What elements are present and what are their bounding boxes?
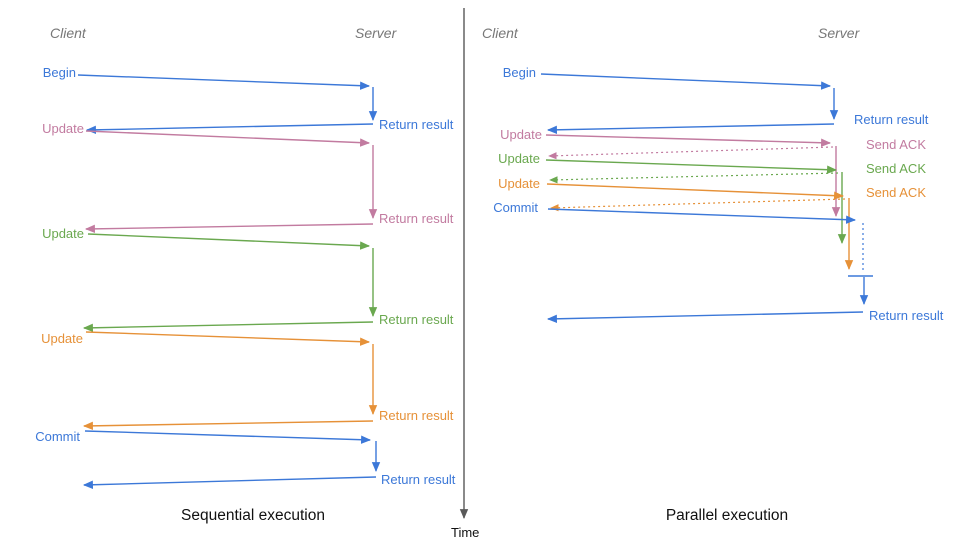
request-arrow: [547, 208, 857, 224]
sequential-panel: Client Server Begin Return result Update…: [35, 25, 456, 524]
request-label: Update: [500, 127, 542, 142]
panel-caption: Parallel execution: [666, 507, 788, 524]
response-arrow: [546, 123, 835, 135]
response-label: Return result: [854, 112, 929, 127]
server-header: Server: [818, 25, 861, 41]
request-arrow: [545, 134, 832, 147]
response-arrow: [82, 476, 377, 489]
response-arrow: [85, 123, 374, 135]
par-update3-exchange: Update Send ACK: [498, 176, 926, 271]
response-arrow: [84, 223, 374, 234]
seq-update2-exchange: Update Return result: [42, 226, 454, 333]
response-label: Return result: [869, 308, 944, 323]
request-arrow: [87, 233, 371, 250]
request-label: Commit: [493, 200, 538, 215]
ack-arrow: [550, 198, 846, 212]
response-label: Send ACK: [866, 185, 926, 200]
response-label: Return result: [381, 472, 456, 487]
par-update2-exchange: Update Send ACK: [498, 151, 926, 245]
time-axis: Time: [451, 8, 479, 540]
request-arrow: [545, 159, 838, 174]
request-label: Begin: [43, 65, 76, 80]
response-arrow: [82, 420, 374, 431]
request-arrow: [84, 430, 372, 444]
request-arrow: [540, 73, 832, 90]
response-arrow: [82, 321, 374, 333]
ack-arrow: [548, 146, 834, 160]
request-label: Update: [41, 331, 83, 346]
ack-arrow: [549, 172, 839, 184]
seq-commit-exchange: Commit Return result: [35, 429, 456, 489]
par-commit-exchange: Commit Return result: [493, 200, 944, 324]
request-label: Update: [498, 176, 540, 191]
time-axis-label: Time: [451, 525, 479, 540]
par-begin-exchange: Begin Return result: [503, 65, 929, 135]
request-arrow: [77, 74, 371, 90]
response-label: Return result: [379, 211, 454, 226]
request-label: Update: [42, 121, 84, 136]
request-label: Commit: [35, 429, 80, 444]
response-arrow: [546, 311, 864, 324]
response-label: Send ACK: [866, 137, 926, 152]
request-arrow: [85, 331, 371, 346]
request-label: Begin: [503, 65, 536, 80]
seq-update3-exchange: Update Return result: [41, 331, 454, 431]
request-arrow: [85, 130, 371, 147]
request-label: Update: [498, 151, 540, 166]
parallel-panel: Client Server Begin Return result Update…: [482, 25, 944, 524]
request-label: Update: [42, 226, 84, 241]
par-update1-exchange: Update Send ACK: [500, 127, 926, 218]
response-label: Return result: [379, 117, 454, 132]
response-label: Return result: [379, 408, 454, 423]
client-header: Client: [482, 25, 519, 41]
seq-update1-exchange: Update Return result: [42, 121, 454, 234]
server-header: Server: [355, 25, 398, 41]
response-label: Send ACK: [866, 161, 926, 176]
client-header: Client: [50, 25, 87, 41]
panel-caption: Sequential execution: [181, 507, 325, 524]
response-label: Return result: [379, 312, 454, 327]
request-arrow: [546, 183, 845, 200]
seq-begin-exchange: Begin Return result: [43, 65, 454, 135]
